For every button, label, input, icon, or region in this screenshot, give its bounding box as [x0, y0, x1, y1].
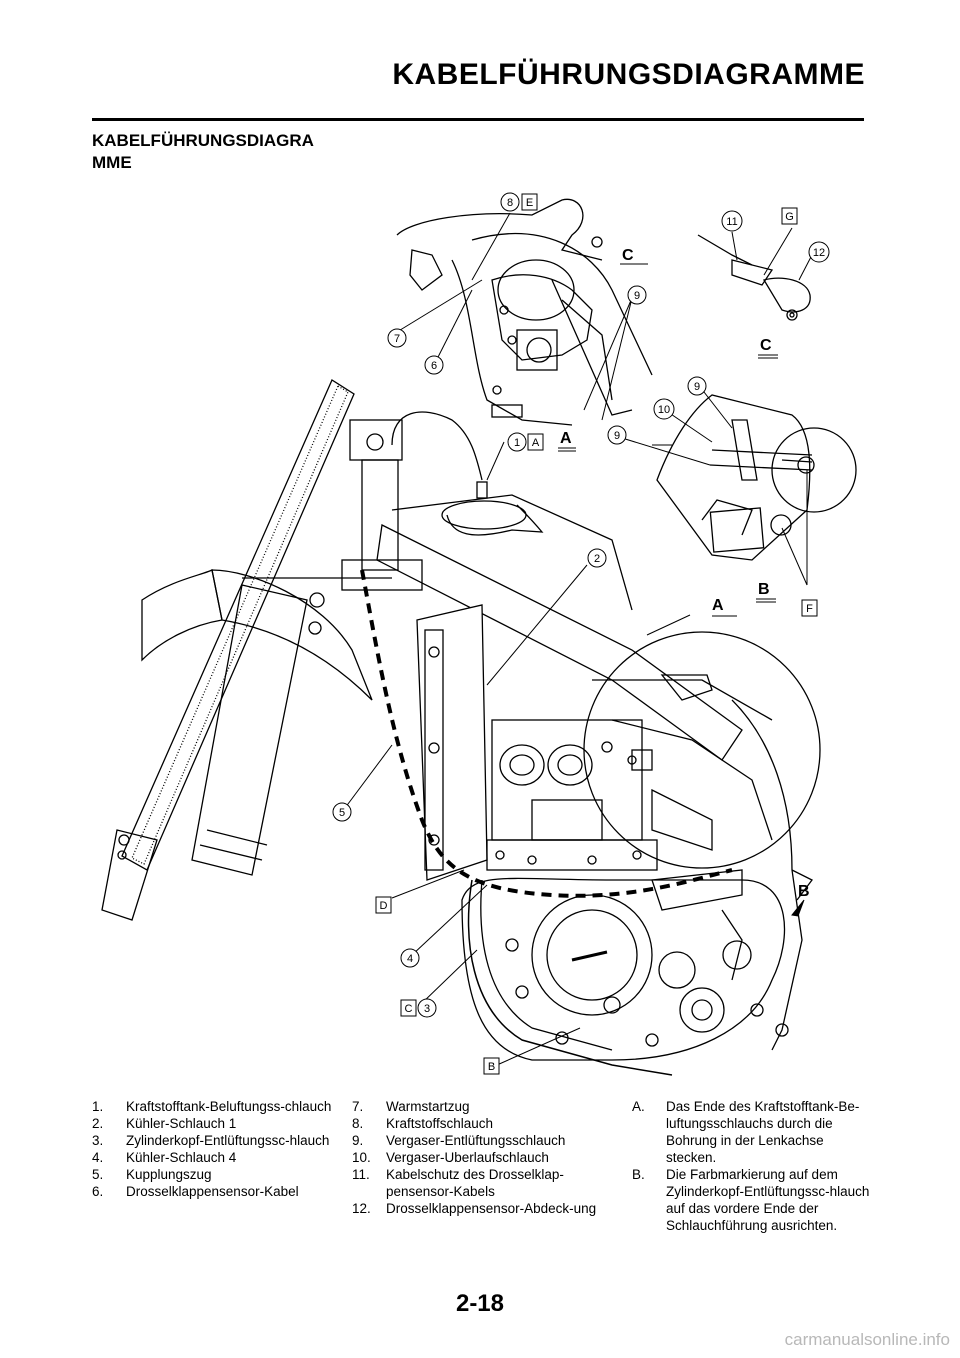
legend-item-9: 9.Vergaser-Entlüftungsschlauch: [352, 1133, 566, 1148]
legend-item-b: B.Die Farbmarkierung auf dem Zylinderkop…: [632, 1167, 870, 1233]
detail-label-c-right: C: [758, 337, 778, 359]
svg-text:B: B: [758, 581, 770, 598]
svg-text:5: 5: [339, 807, 345, 819]
legend-item-5: 5.Kupplungszug: [92, 1167, 212, 1182]
section-title-line1: KABELFÜHRUNGSDIAGRA: [92, 131, 314, 150]
svg-text:10: 10: [658, 404, 670, 416]
engine-drawing: [486, 719, 658, 871]
sensor-cover-detail-drawing: [697, 234, 811, 321]
svg-text:E: E: [526, 197, 533, 209]
detail-label-a-right: A: [712, 597, 737, 617]
legend-column-3: A.Das Ende des Kraftstofftank-Be-luftung…: [632, 1098, 872, 1234]
svg-text:C: C: [622, 247, 634, 264]
legend-item-11: 11.Kabelschutz des Drosselklap-pensensor…: [352, 1167, 564, 1199]
carburetor-detail-drawing: [396, 198, 653, 426]
detail-label-c-top: C: [620, 247, 648, 265]
section-title: KABELFÜHRUNGSDIAGRA MME: [92, 130, 352, 174]
callout-9-c: 9: [607, 425, 627, 445]
svg-text:3: 3: [424, 1003, 430, 1015]
svg-text:D: D: [380, 900, 388, 912]
svg-text:1: 1: [514, 437, 520, 449]
callout-7: 7: [387, 328, 407, 348]
svg-text:A: A: [532, 437, 540, 449]
crankcase-drawing: [461, 869, 786, 1061]
legend-item-12: 12.Drosselklappensensor-Abdeck-ung: [352, 1201, 597, 1216]
svg-text:9: 9: [694, 381, 700, 393]
box-a: A: [527, 433, 544, 451]
page-number: 2-18: [455, 1290, 505, 1317]
front-fork-drawing: [101, 379, 355, 921]
radiator-drawing: [416, 604, 488, 881]
callout-9-b: 9: [687, 376, 707, 396]
header-rule: [92, 118, 864, 121]
svg-text:8: 8: [507, 197, 513, 209]
callout-11: 11: [721, 210, 743, 232]
box-d: D: [375, 896, 392, 914]
hose-bundle-detail-drawing: [656, 394, 857, 561]
box-f: F: [801, 599, 818, 617]
downtube-drawing: [467, 879, 673, 1076]
svg-text:B: B: [488, 1061, 495, 1073]
detail-label-b-lower: B: [791, 883, 810, 917]
svg-text:6: 6: [431, 360, 437, 372]
legend-item-2: 2.Kühler-Schlauch 1: [92, 1116, 237, 1131]
legend-column-1: 1.Kraftstofftank-Beluftungss-chlauch 2.K…: [92, 1098, 332, 1200]
legend-item-7: 7.Warmstartzug: [352, 1099, 470, 1114]
svg-text:G: G: [785, 211, 794, 223]
svg-text:C: C: [405, 1003, 413, 1015]
cable-routing-diagram: 1 2 3 4 5 6 7 8 9 9 9 10 11 12 A B C D E…: [101, 192, 857, 1076]
boxed-letters: A B C D E F G: [375, 193, 818, 1075]
svg-text:A: A: [560, 430, 572, 447]
svg-text:A: A: [712, 597, 724, 614]
callout-12: 12: [808, 241, 830, 263]
callout-9-a: 9: [627, 285, 647, 305]
svg-text:4: 4: [407, 953, 413, 965]
clutch-cable-drawing: [360, 569, 733, 898]
detail-label-b-right: B: [756, 581, 776, 603]
legend-item-a: A.Das Ende des Kraftstofftank-Be-luftung…: [632, 1099, 860, 1165]
svg-text:7: 7: [394, 333, 400, 345]
box-c: C: [400, 999, 417, 1017]
legend-item-1: 1.Kraftstofftank-Beluftungss-chlauch: [92, 1099, 332, 1114]
callout-5: 5: [332, 802, 352, 822]
callout-numbers: 1 2 3 4 5 6 7 8 9 9 9 10 11 12: [332, 192, 830, 1018]
svg-text:12: 12: [813, 247, 825, 259]
callout-8: 8: [500, 192, 520, 212]
svg-text:F: F: [806, 603, 813, 615]
box-g: G: [781, 207, 798, 225]
svg-text:9: 9: [634, 290, 640, 302]
box-b: B: [483, 1057, 500, 1075]
detail-letters: A A B B C C: [558, 247, 810, 917]
front-fender-drawing: [211, 569, 373, 701]
svg-text:C: C: [760, 337, 772, 354]
callout-2: 2: [587, 548, 607, 568]
callout-10: 10: [653, 398, 675, 420]
detail-circle-a: [583, 631, 821, 869]
legend-item-4: 4.Kühler-Schlauch 4: [92, 1150, 237, 1165]
header-title: KABELFÜHRUNGSDIAGRAMME: [392, 58, 865, 91]
callout-4: 4: [400, 948, 420, 968]
legend-column-2: 7.Warmstartzug 8.Kraftstoffschlauch 9.Ve…: [352, 1098, 602, 1217]
rear-frame-drawing: [731, 699, 803, 1051]
section-title-line2: MME: [92, 153, 132, 172]
svg-text:9: 9: [614, 430, 620, 442]
callout-3: 3: [417, 998, 437, 1018]
callout-6: 6: [424, 355, 444, 375]
legend-item-8: 8.Kraftstoffschlauch: [352, 1116, 494, 1131]
svg-text:2: 2: [594, 553, 600, 565]
detail-label-a-top: A: [558, 430, 576, 452]
legend-item-6: 6.Drosselklappensensor-Kabel: [92, 1184, 299, 1199]
tank-vent-hose-drawing: [391, 411, 544, 536]
watermark: carmanualsonline.info: [784, 1330, 950, 1349]
box-e: E: [521, 193, 538, 211]
steering-head-drawing: [242, 419, 423, 635]
svg-text:11: 11: [726, 216, 737, 228]
callout-1: 1: [507, 432, 527, 452]
svg-text:B: B: [798, 883, 810, 900]
legend-item-10: 10.Vergaser-Uberlaufschlauch: [352, 1150, 549, 1165]
legend-item-3: 3.Zylinderkopf-Entlüftungssc-hlauch: [92, 1133, 330, 1148]
